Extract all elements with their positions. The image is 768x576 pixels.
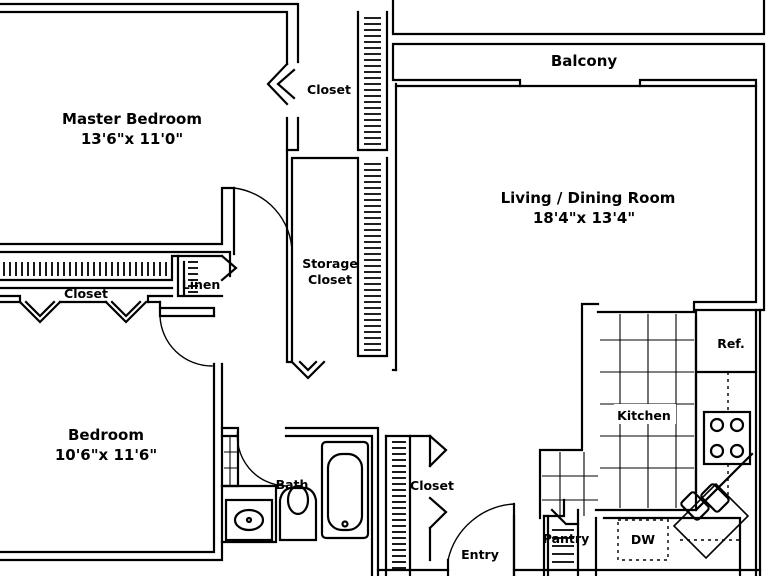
master-closet xyxy=(266,10,389,152)
storage-closet-line2: Closet xyxy=(308,272,352,287)
bathtub xyxy=(320,440,370,540)
bedroom-closet-name: Closet xyxy=(64,286,108,301)
entry-name: Entry xyxy=(461,547,499,562)
dishwasher-label: DW xyxy=(631,532,655,547)
kitchen-label-bg xyxy=(614,404,676,424)
master-closet-name: Closet xyxy=(307,82,351,97)
bath-sink xyxy=(224,498,274,542)
bath-walls xyxy=(220,426,380,576)
linen-name: Linen xyxy=(182,277,221,292)
living-dining-size: 18'4"x 13'4" xyxy=(533,209,635,227)
room-labels: Master Bedroom 13'6"x 11'0" Balcony Livi… xyxy=(55,52,745,562)
master-bedroom-name: Master Bedroom xyxy=(62,110,202,128)
entry-closet-name: Closet xyxy=(410,478,454,493)
kitchen-sink xyxy=(680,483,730,521)
living-dining-name: Living / Dining Room xyxy=(501,189,676,207)
master-bedroom-walls xyxy=(0,2,300,278)
pantry-name: Pantry xyxy=(543,531,589,546)
master-bedroom-size: 13'6"x 11'0" xyxy=(81,130,183,148)
bedroom-closet-walls xyxy=(0,254,180,324)
closet-shelving xyxy=(3,17,574,571)
bedroom-size: 10'6"x 11'6" xyxy=(55,446,157,464)
kitchen-name: Kitchen xyxy=(617,408,671,423)
dashed-guides xyxy=(617,372,740,561)
stove xyxy=(702,410,752,466)
kitchen-walls xyxy=(512,302,762,576)
exterior-walls xyxy=(391,0,766,372)
bedroom-wall-and-door xyxy=(0,300,224,562)
refrigerator-label: Ref. xyxy=(717,336,745,351)
bedroom-name: Bedroom xyxy=(68,426,144,444)
storage-closet-walls xyxy=(285,148,389,380)
master-bedroom-door xyxy=(232,186,293,256)
balcony-name: Balcony xyxy=(551,52,618,70)
entry-closet-walls xyxy=(384,434,448,576)
linen-closet-walls xyxy=(176,254,238,298)
toilet xyxy=(278,484,318,542)
storage-closet-line1: Storage xyxy=(302,256,358,271)
bath-name: Bath xyxy=(276,477,309,492)
pantry-walls xyxy=(542,508,580,576)
